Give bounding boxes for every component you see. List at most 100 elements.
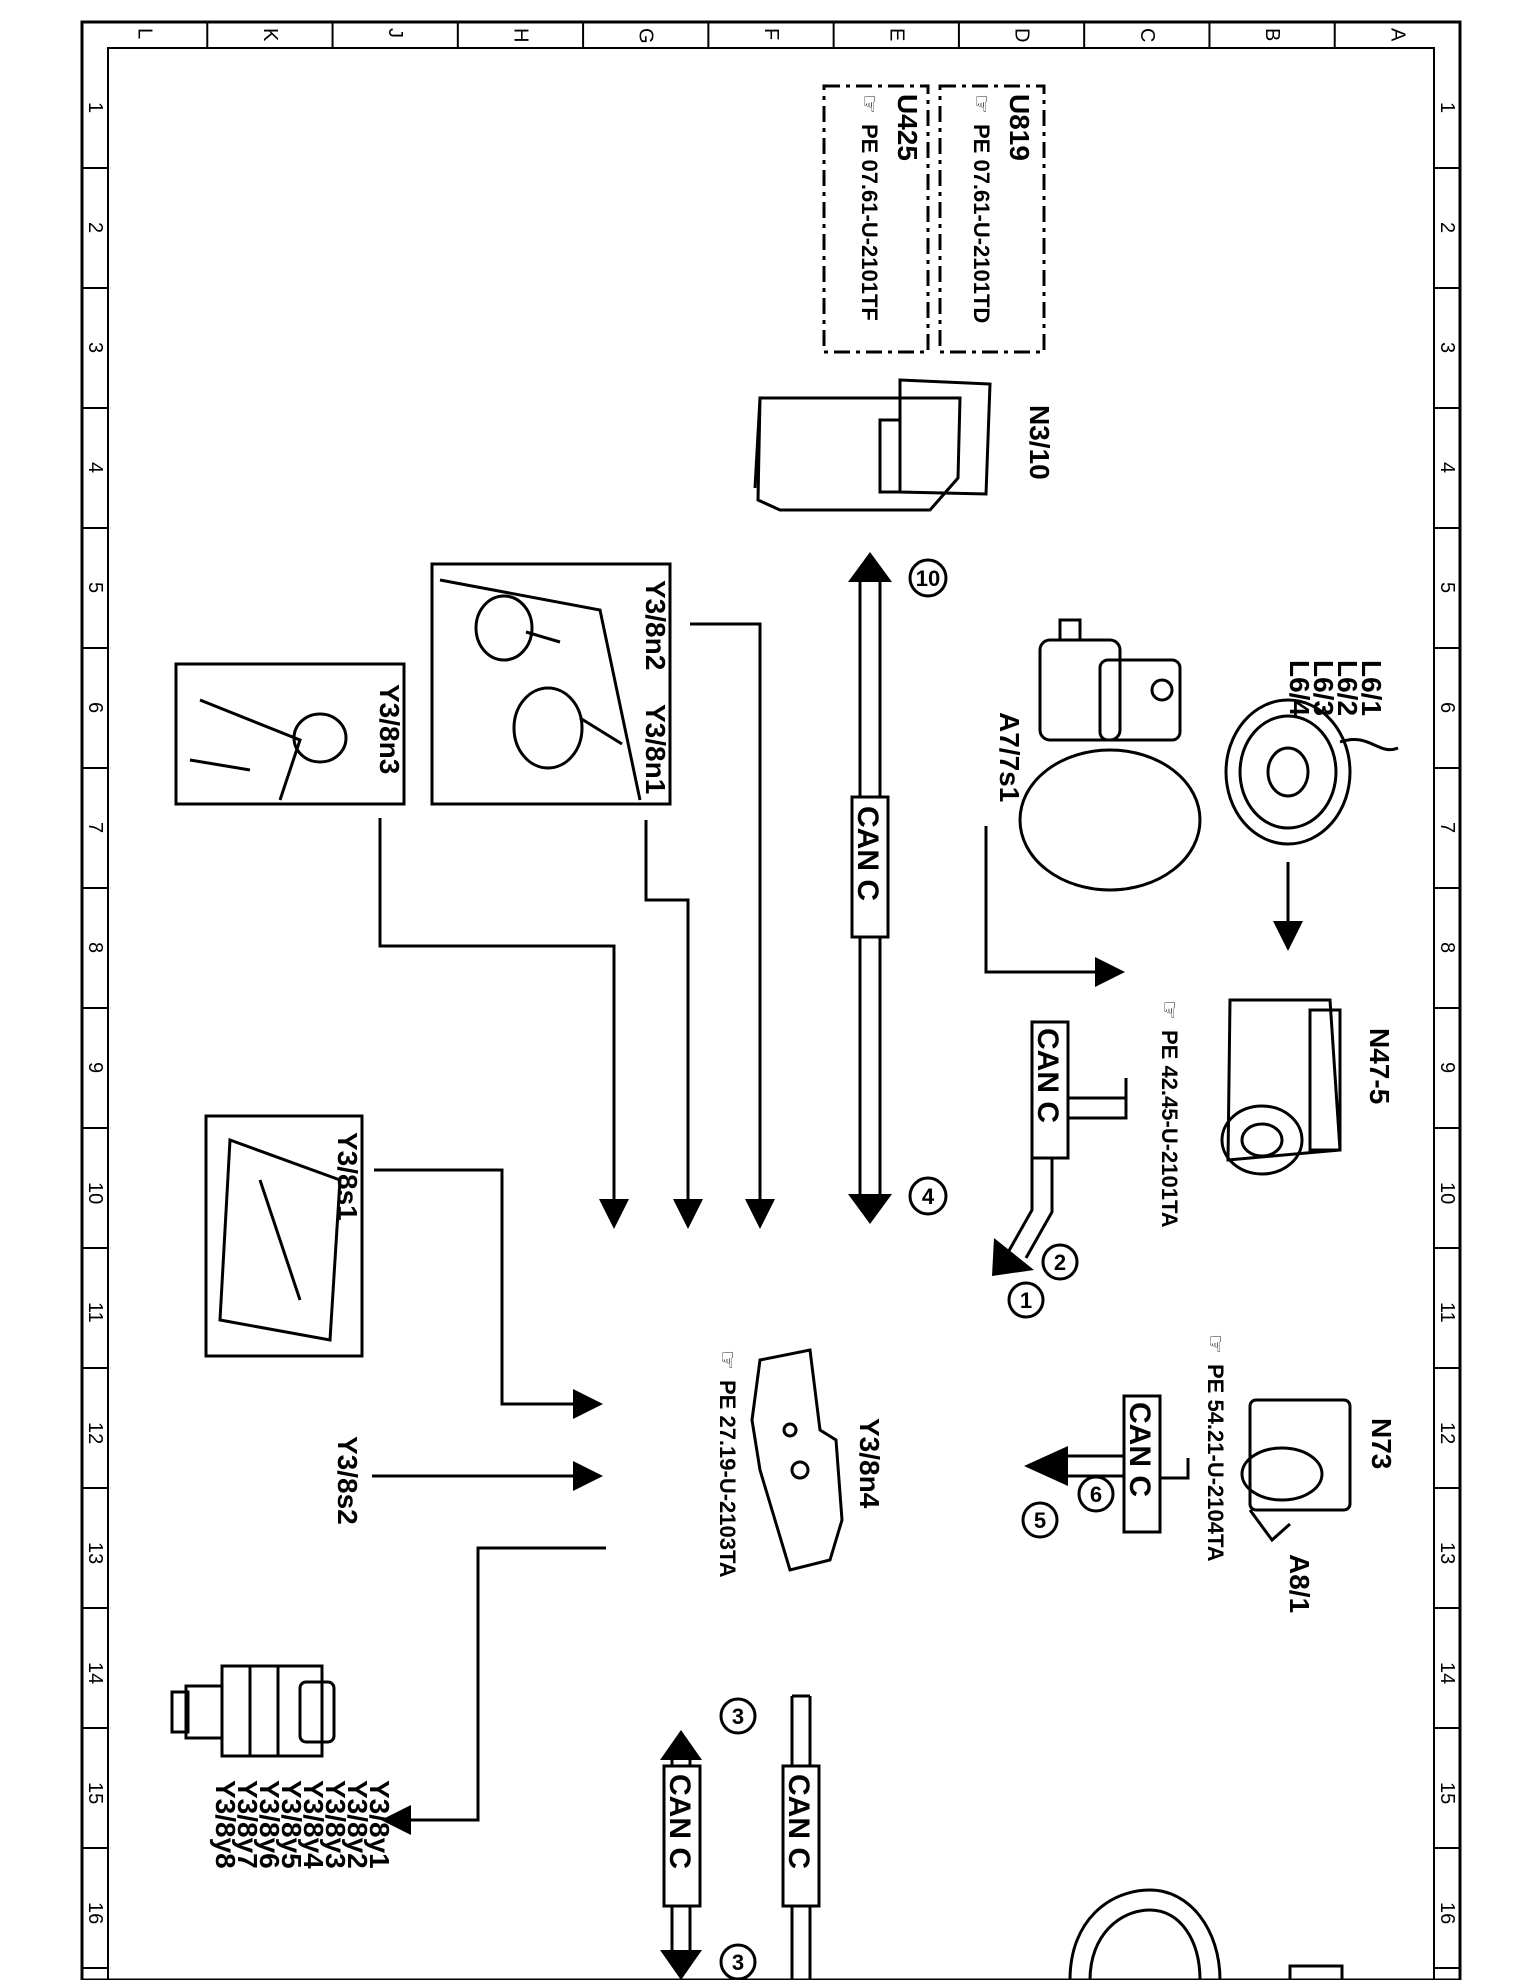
column-letter: K [259,28,281,42]
column-letter: H [509,28,531,42]
circle-3a-number: 3 [732,1704,744,1729]
instrument-cluster-partial [1068,1888,1344,1980]
row-number: 5 [84,582,106,593]
row-number: 14 [1436,1662,1458,1684]
row-number: 3 [84,342,106,353]
n3-10-control-unit [753,378,992,512]
row-number: 14 [84,1662,106,1684]
u819-title: U819 [1004,94,1035,161]
y3-8s1-image-box [204,1114,364,1358]
can-bus-n47 [1004,1020,1128,1259]
column-letter: D [1011,28,1033,42]
y3-8n4-label: Y3/8n4 [854,1418,885,1509]
circle-1: 1 [1007,1281,1045,1319]
u425-box: U425 ☞ PE 07.61-U-2101TF [822,84,930,354]
y3-8n1-label: Y3/8n1 [640,704,671,794]
circle-6-number: 6 [1090,1482,1102,1507]
row-number: 8 [1436,942,1458,953]
row-number: 11 [1436,1302,1458,1323]
can-bus-n47-arrowhead [992,1238,1034,1276]
column-letter: F [760,28,782,40]
hand-pointer-icon: ☞ [857,94,882,114]
y3-8n4-ref: PE 27.19-U-2103TA [715,1380,740,1578]
circle-4: 4 [908,1176,948,1216]
u425-title: U425 [892,94,923,161]
row-number: 8 [84,942,106,953]
solenoid-valves-image [170,1664,336,1758]
valve-label-7: Y3/8y7 [232,1780,263,1869]
l6-1-label: L6/1 [1356,660,1387,716]
circle-10: 10 [908,558,948,598]
l6-wheel-speed-sensor [1224,698,1399,846]
a7-7s1-to-n47-arrow [984,826,1125,987]
row-number: 16 [1436,1902,1458,1924]
circle-2-number: 2 [1054,1250,1066,1275]
valve-label-4: Y3/8y4 [298,1780,329,1869]
y3-8s1-label: Y3/8s1 [332,1132,363,1221]
can-bus-n73 [1068,1394,1190,1534]
n3-10-label: N3/10 [1024,405,1055,480]
valve-label-1: Y3/8y1 [364,1780,395,1869]
can-bus-label-main: CAN C [851,806,884,901]
row-number: 15 [84,1782,106,1804]
can-bus-main: CAN C [848,552,892,1224]
circle-3b-number: 3 [732,1950,744,1975]
row-number: 15 [1436,1782,1458,1804]
y3-8n3-image-box [174,662,406,806]
column-letter: E [885,28,907,41]
row-number: 4 [84,462,106,473]
circle-2: 2 [1041,1243,1079,1281]
row-number: 12 [1436,1422,1458,1444]
valve-label-5: Y3/8y5 [276,1780,307,1869]
can-bus-n73-arrowhead [1024,1446,1068,1486]
row-number: 6 [84,702,106,713]
n47-5-esp-unit [1220,998,1342,1176]
row-number: 7 [84,822,106,833]
row-number: 9 [1436,1062,1458,1073]
inner-frame [107,47,1435,1980]
column-letter: G [635,28,657,44]
a7-7s1-label: A7/7s1 [994,712,1025,802]
valve-label-6: Y3/8y6 [254,1780,285,1869]
column-letter: A [1386,28,1408,42]
l6-4-label: L6/4 [1284,660,1315,716]
circle-1-number: 1 [1020,1288,1032,1313]
row-number: 4 [1436,462,1458,473]
can-bus-label-n73: CAN C [1123,1402,1156,1497]
hand-pointer-icon: ☞ [1157,1000,1182,1020]
column-letter: L [134,28,156,39]
y3-8n2-label: Y3/8n2 [640,580,671,670]
y3-8s2-label: Y3/8s2 [332,1436,363,1525]
row-number: 6 [1436,702,1458,713]
n47-5-label: N47-5 [1364,1028,1395,1104]
row-number: 10 [1436,1182,1458,1204]
column-letter: J [384,28,406,38]
column-letter: B [1261,28,1283,41]
n47-5-ref: PE 42.45-U-2101TA [1157,1030,1182,1228]
a8-1-label: A8/1 [1284,1554,1315,1613]
row-number: 16 [84,1902,106,1924]
row-number: 10 [84,1182,106,1204]
circle-3-top: 3 [719,1697,757,1735]
u819-ref: PE 07.61-U-2101TD [969,124,994,323]
hand-pointer-icon: ☞ [715,1350,740,1370]
u425-ref: PE 07.61-U-2101TF [857,124,882,321]
row-number: 13 [84,1542,106,1564]
row-number: 7 [1436,822,1458,833]
valve-label-2: Y3/8y2 [342,1780,373,1869]
row-number: 2 [1436,222,1458,233]
row-number: 9 [84,1062,106,1073]
y3-8n3-label: Y3/8n3 [374,684,405,774]
can-bus-label-bottom-left: CAN C [663,1774,696,1869]
row-number: 5 [1436,582,1458,593]
valve-label-8: Y3/8y8 [210,1780,241,1869]
y3-8n4-module [750,1348,844,1572]
can-bus-label-n47: CAN C [1031,1028,1064,1123]
n73-ignition-switch [1240,1398,1352,1543]
sensor-signal-arrows [372,622,775,1835]
circle-6: 6 [1077,1475,1115,1513]
l6-3-label: L6/3 [1308,660,1339,716]
column-letter: C [1136,28,1158,42]
